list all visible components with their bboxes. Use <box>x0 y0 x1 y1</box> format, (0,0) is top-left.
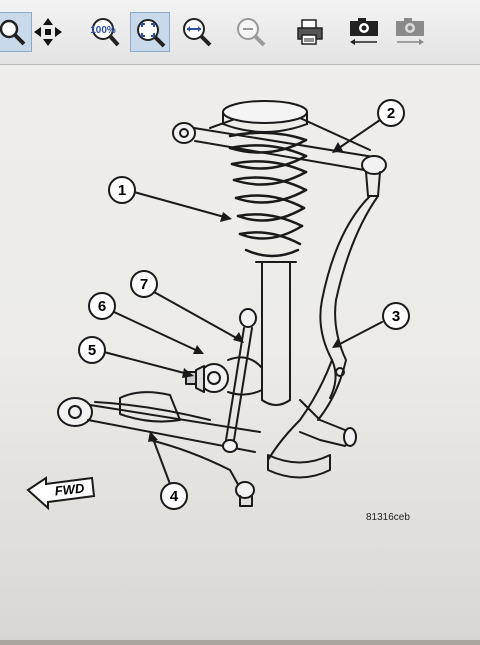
previous-snapshot-button[interactable] <box>344 12 384 52</box>
upper-control-arm <box>172 109 387 197</box>
callout-6: 6 <box>88 292 116 320</box>
zoom-fit-button[interactable] <box>130 12 170 52</box>
callout-1: 1 <box>108 176 136 204</box>
zoom-width-icon <box>183 18 212 47</box>
forward-direction-arrow: FWD <box>26 476 96 511</box>
steering-knuckle <box>267 195 379 479</box>
print-icon <box>297 19 323 45</box>
stabilizer-link <box>222 308 257 453</box>
print-button[interactable] <box>290 12 330 52</box>
zoom-100-label: 100% <box>90 25 116 36</box>
zoom-tool-button[interactable] <box>0 12 32 52</box>
callout-number: 2 <box>387 105 395 122</box>
zoom-width-button[interactable] <box>176 12 216 52</box>
zoom-100-button[interactable]: 100% <box>84 12 124 52</box>
suspension-diagram: 1 2 3 4 5 6 7 <box>0 64 480 640</box>
coil-spring <box>228 131 308 258</box>
zoom-fit-icon <box>137 19 166 48</box>
figure-code: 81316ceb <box>366 512 410 523</box>
callout-number: 1 <box>118 182 126 199</box>
front-suspension-illustration: 1 2 3 4 5 6 7 <box>26 99 410 523</box>
callout-number: 7 <box>140 276 148 293</box>
callout-number: 4 <box>170 488 179 505</box>
pan-tool-button[interactable] <box>28 12 68 52</box>
pan-icon <box>34 18 62 46</box>
viewer-toolbar: 100% <box>0 0 480 65</box>
callout-5: 5 <box>78 336 106 364</box>
zoom-icon <box>0 19 26 46</box>
callout-number: 5 <box>88 342 96 359</box>
camera-forward-icon <box>396 18 424 45</box>
callout-7: 7 <box>130 270 158 298</box>
bushing-and-nut <box>185 356 263 396</box>
zoom-100-icon: 100% <box>90 18 120 47</box>
callout-number: 3 <box>392 308 400 325</box>
callout-3: 3 <box>382 302 410 330</box>
callout-arrowheads <box>148 142 343 442</box>
callout-number: 6 <box>98 298 106 315</box>
callout-leaders <box>103 119 383 485</box>
callout-2: 2 <box>377 99 405 127</box>
zoom-out-button[interactable] <box>230 12 270 52</box>
callout-4: 4 <box>160 482 188 510</box>
spring-upper-seat <box>222 100 308 133</box>
camera-back-icon <box>350 18 378 45</box>
lower-control-arm <box>57 391 261 507</box>
fwd-label: FWD <box>54 480 86 498</box>
next-snapshot-button[interactable] <box>390 12 430 52</box>
zoom-out-icon <box>237 18 266 47</box>
